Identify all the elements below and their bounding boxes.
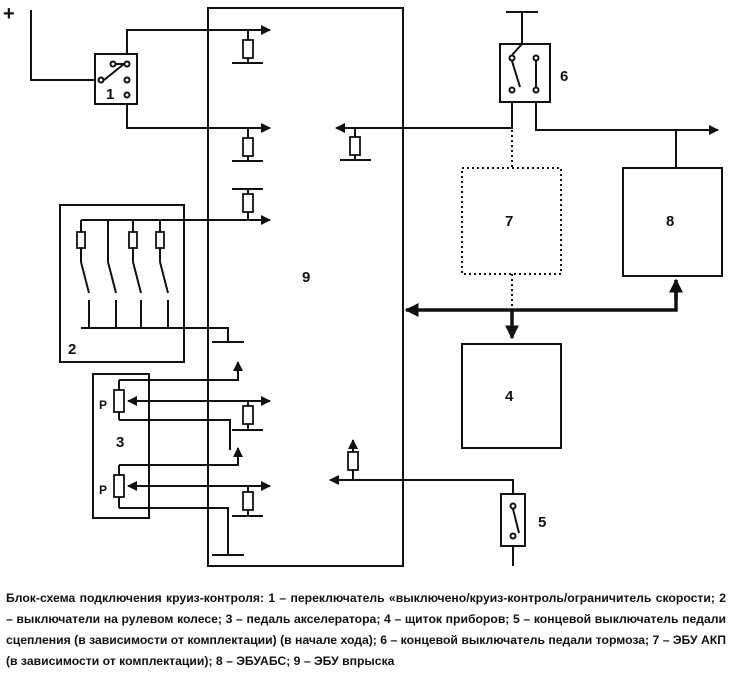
- p-upper-label: P: [99, 398, 107, 412]
- potentiometer-lower: P: [99, 465, 137, 508]
- supply-wire: [30, 10, 95, 81]
- brake-switch-6: [499, 43, 551, 103]
- label-4: 4: [505, 388, 514, 405]
- wire-1-bottom: [126, 104, 271, 133]
- wire-3-supply-lower: [119, 447, 243, 466]
- wire-1-top: [126, 25, 271, 54]
- wire-3-ground-lower: [119, 507, 229, 555]
- label-3: 3: [116, 434, 124, 451]
- can-bus-line: [404, 286, 678, 317]
- diagram-caption: Блок-схема подключения круиз-контроля: 1…: [6, 588, 726, 672]
- label-1: 1: [106, 86, 114, 103]
- wire-2-ground: [81, 327, 229, 342]
- ecu-akp-7: [461, 167, 562, 275]
- label-8: 8: [666, 213, 674, 230]
- wire-3-ground-upper: [119, 419, 231, 450]
- wire-6-left: [335, 102, 513, 133]
- label-7: 7: [505, 213, 513, 230]
- caption-title: Блок-схема подключения круиз-контроля:: [6, 591, 265, 605]
- p-lower-label: P: [99, 483, 107, 497]
- label-9: 9: [302, 269, 310, 286]
- resistor-3-upper: [232, 401, 263, 431]
- switch-ladder-2: [76, 220, 169, 329]
- resistor-3-lower: [232, 486, 263, 517]
- clutch-switch-5: [500, 493, 526, 547]
- label-2: 2: [68, 341, 76, 358]
- ecu-abs-8: [622, 167, 723, 277]
- resistor-top-1: [232, 30, 263, 64]
- ecu-injection-block-9: [207, 7, 404, 567]
- switch-1: 1: [94, 53, 138, 105]
- resistor-ecu-5: [347, 439, 359, 480]
- potentiometer-upper: P: [99, 380, 137, 420]
- caption-text: 1 – переключатель «выключено/круиз-контр…: [6, 591, 726, 668]
- wire-5: [329, 475, 514, 494]
- resistor-ecu-right: [340, 128, 371, 161]
- resistor-top-2: [232, 128, 263, 162]
- label-5: 5: [538, 514, 546, 531]
- wire-6-right: [535, 102, 719, 135]
- plus-sign: +: [3, 3, 15, 25]
- instrument-cluster-4: [461, 343, 562, 449]
- label-6: 6: [560, 68, 568, 85]
- resistor-2-ecu: [232, 188, 263, 220]
- cruise-control-wiring-diagram: + 9 1 6: [3, 3, 723, 567]
- wire-3-supply-upper: [119, 361, 243, 381]
